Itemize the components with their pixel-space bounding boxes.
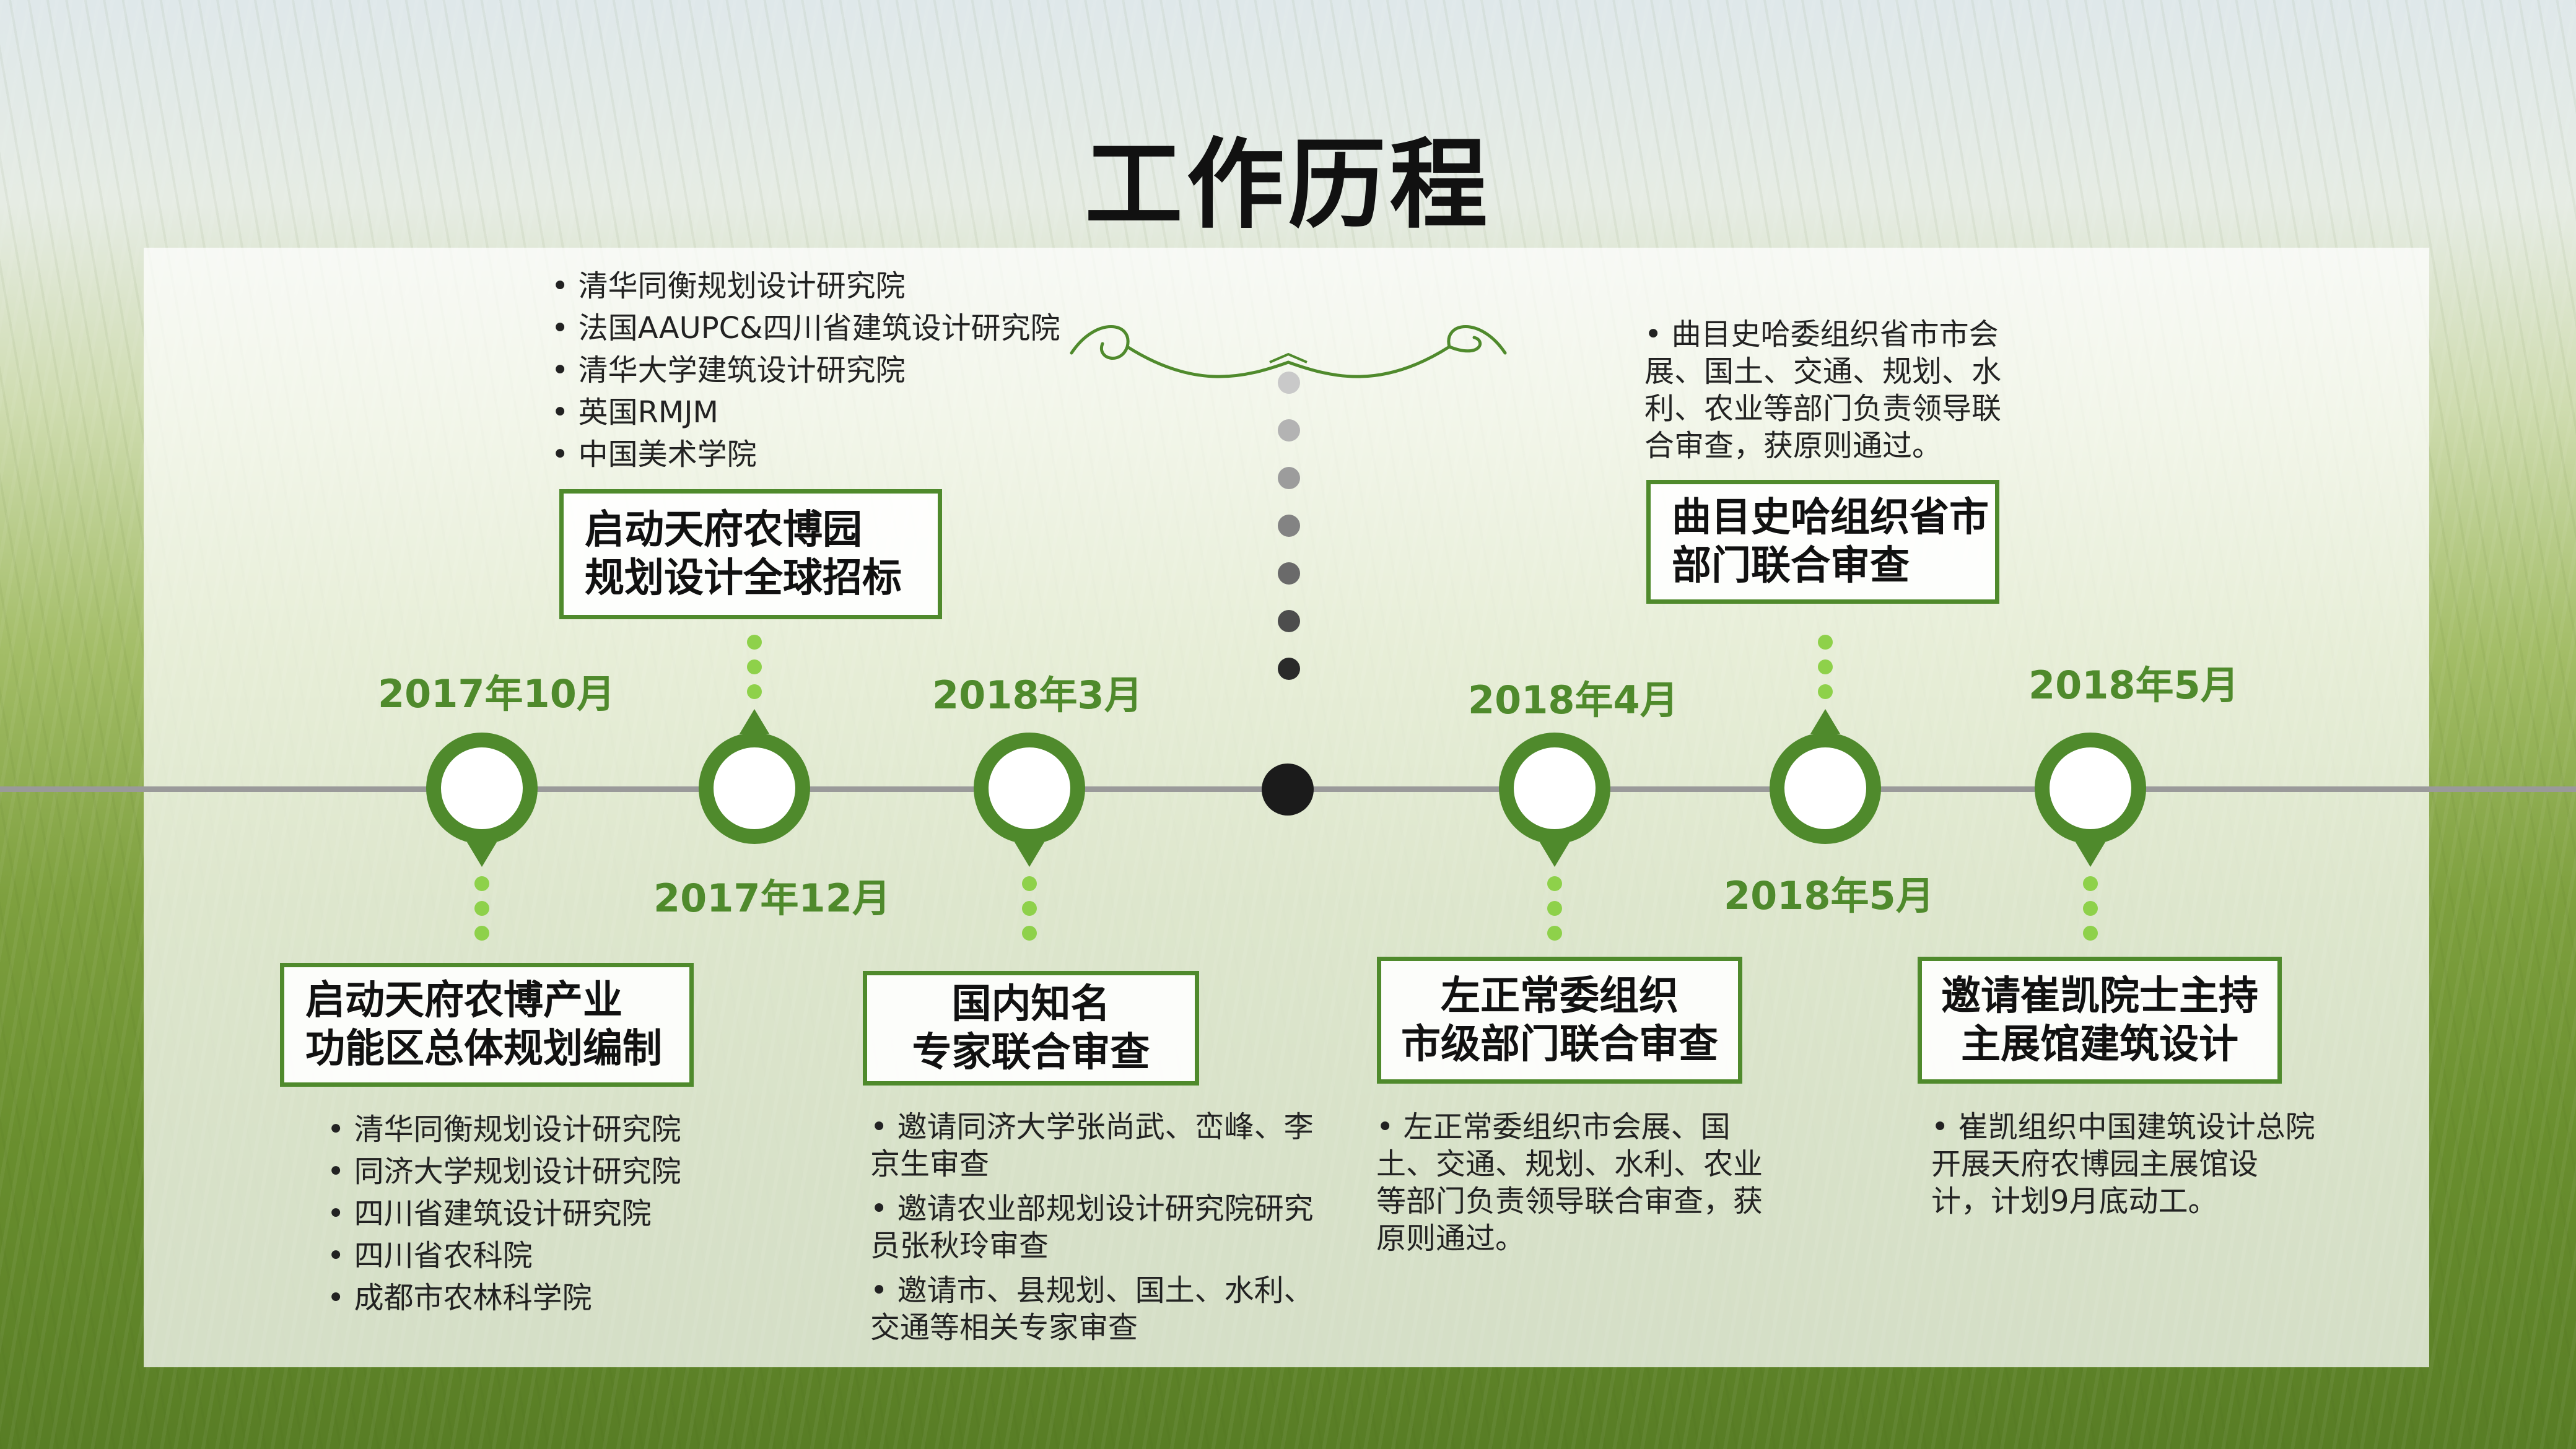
list-item: 四川省农科院 <box>327 1235 681 1277</box>
timeline-center-dot <box>1262 764 1314 816</box>
milestone-box-3: 国内知名 专家联合审查 <box>863 971 1199 1086</box>
pointer-down-4 <box>1540 842 1570 867</box>
list-item: 清华同衡规划设计研究院 <box>551 265 1060 307</box>
milestone-date-1: 2017年10月 <box>378 671 615 716</box>
milestone-box-6: 邀请崔凯院士主持 主展馆建筑设计 <box>1918 957 2282 1084</box>
connector-dots-2 <box>747 635 762 709</box>
list-item: 四川省建筑设计研究院 <box>327 1193 681 1235</box>
list-item: 中国美术学院 <box>551 433 1060 476</box>
connector-dots-3 <box>1022 876 1037 951</box>
list-item: 邀请市、县规划、国土、水利、交通等相关专家审查 <box>870 1272 1316 1346</box>
connector-dots-4 <box>1547 876 1562 951</box>
milestone-list-1: 清华同衡规划设计研究院 同济大学规划设计研究院 四川省建筑设计研究院 四川省农科… <box>327 1108 681 1319</box>
list-item: 法国AAUPC&四川省建筑设计研究院 <box>551 307 1060 349</box>
milestone-text-4: • 左正常委组织市会展、国土、交通、规划、水利、农业等部门负责领导联合审查，获原… <box>1376 1110 1763 1256</box>
list-item: 同济大学规划设计研究院 <box>327 1151 681 1193</box>
box-line: 国内知名 <box>951 981 1111 1027</box>
list-item: 邀请农业部规划设计研究院研究员张秋玲审查 <box>870 1190 1316 1264</box>
flourish-ornament <box>1070 325 1507 378</box>
milestone-date-4: 2018年4月 <box>1468 677 1679 723</box>
milestone-box-4: 左正常委组织 市级部门联合审查 <box>1377 957 1742 1084</box>
box-line: 规划设计全球招标 <box>585 555 902 601</box>
pointer-up-2 <box>740 709 769 734</box>
milestone-ring-3 <box>974 733 1085 844</box>
milestone-box-1: 启动天府农博产业 功能区总体规划编制 <box>280 963 694 1087</box>
milestone-list-3: 邀请同济大学张尚武、峦峰、李京生审查 邀请农业部规划设计研究院研究员张秋玲审查 … <box>870 1108 1316 1354</box>
milestone-text-6: • 崔凯组织中国建筑设计总院开展天府农博园主展馆设计，计划9月底动工。 <box>1931 1110 2315 1219</box>
pointer-down-6 <box>2076 842 2105 867</box>
box-line: 市级部门联合审查 <box>1401 1021 1718 1068</box>
pointer-down-3 <box>1015 842 1044 867</box>
box-line: 部门联合审查 <box>1672 543 1910 589</box>
milestone-ring-4 <box>1499 733 1610 844</box>
milestone-date-5: 2018年5月 <box>1724 873 1934 918</box>
box-line: 邀请崔凯院士主持 <box>1941 973 2258 1019</box>
pointer-up-5 <box>1810 709 1840 734</box>
milestone-ring-1 <box>426 733 538 844</box>
list-item: 邀请同济大学张尚武、峦峰、李京生审查 <box>870 1108 1316 1183</box>
milestone-list-2: 清华同衡规划设计研究院 法国AAUPC&四川省建筑设计研究院 清华大学建筑设计研… <box>551 265 1060 476</box>
box-line: 专家联合审查 <box>912 1029 1150 1076</box>
box-line: 曲目史哈组织省市 <box>1672 495 1989 541</box>
milestone-box-2: 启动天府农博园 规划设计全球招标 <box>559 489 942 619</box>
milestone-ring-6 <box>2035 733 2146 844</box>
list-item: 成都市农林科学院 <box>327 1277 681 1319</box>
milestone-date-6: 2018年5月 <box>2028 663 2239 708</box>
center-dot-trail <box>1278 372 1300 705</box>
box-line: 左正常委组织 <box>1441 973 1679 1019</box>
milestone-text-5: • 曲目史哈委组织省市市会展、国土、交通、规划、水利、农业等部门负责领导联合审查… <box>1644 317 2002 463</box>
box-line: 功能区总体规划编制 <box>305 1026 662 1072</box>
list-item: 英国RMJM <box>551 391 1060 433</box>
milestone-ring-2 <box>699 733 810 844</box>
page-title: 工作历程 <box>1085 128 1491 242</box>
milestone-date-3: 2018年3月 <box>932 672 1143 718</box>
list-item: 清华同衡规划设计研究院 <box>327 1108 681 1151</box>
box-line: 启动天府农博园 <box>585 507 862 553</box>
box-line: 主展馆建筑设计 <box>1961 1021 2238 1068</box>
box-line: 启动天府农博产业 <box>305 978 622 1024</box>
milestone-date-2: 2017年12月 <box>653 876 891 921</box>
connector-dots-6 <box>2083 876 2098 951</box>
connector-dots-1 <box>474 876 489 951</box>
connector-dots-5 <box>1818 635 1833 709</box>
pointer-down-1 <box>467 842 497 867</box>
milestone-box-5: 曲目史哈组织省市 部门联合审查 <box>1646 480 1999 604</box>
list-item: 清华大学建筑设计研究院 <box>551 349 1060 391</box>
milestone-ring-5 <box>1770 733 1881 844</box>
